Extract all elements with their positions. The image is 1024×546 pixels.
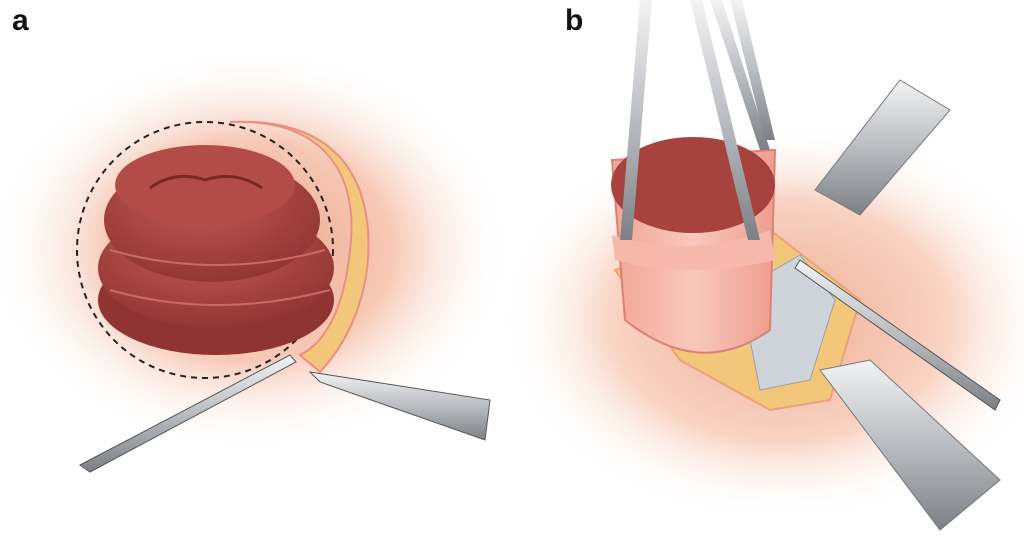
scalpel-icon bbox=[79, 354, 297, 473]
panel-b-illustration bbox=[500, 0, 1024, 531]
panel-label-b: b bbox=[565, 4, 584, 37]
clamp-icons bbox=[620, 0, 775, 240]
panel-a-illustration bbox=[0, 50, 510, 473]
panel-label-a: a bbox=[12, 4, 29, 37]
scalpel-icon bbox=[794, 259, 1001, 411]
dashed-incision-circle bbox=[76, 121, 334, 379]
forceps-icon bbox=[308, 371, 491, 441]
retractor-icon bbox=[814, 79, 1001, 531]
